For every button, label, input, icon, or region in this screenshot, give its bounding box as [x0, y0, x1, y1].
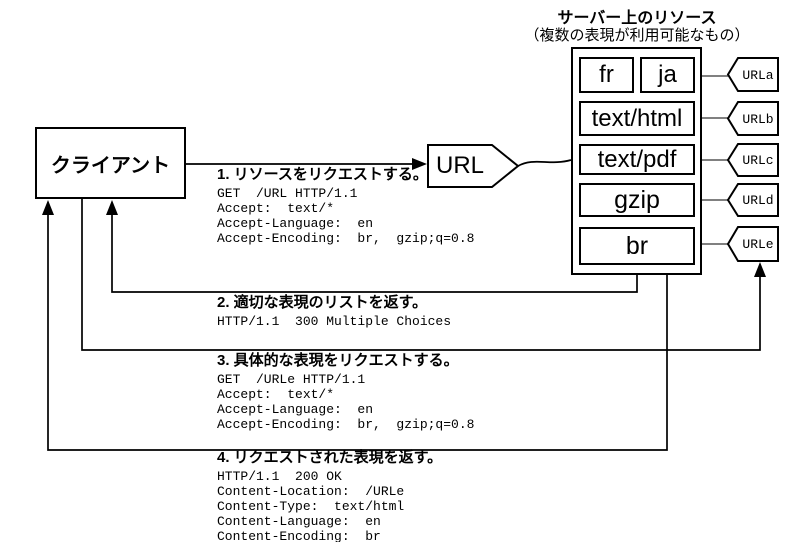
message-1-title: 1. リソースをリクエストする。: [217, 166, 428, 183]
url-tag-b: [726, 101, 779, 136]
message-4-block: 4. リクエストされた表現を返す。 HTTP/1.1 200 OK Conten…: [217, 449, 442, 542]
url-tag-d: [726, 183, 779, 217]
server-resources-title: サーバー上のリソース: [557, 10, 717, 27]
url-tag-c-label: URLc: [742, 153, 774, 168]
client-box: クライアント: [35, 127, 186, 199]
message-2-title: 2. 適切な表現のリストを返す。: [217, 294, 428, 311]
response-4-arrowhead-icon: [42, 200, 54, 215]
resource-cell-text-pdf: text/pdf: [579, 144, 695, 175]
message-4-body: HTTP/1.1 200 OK Content-Location: /URLe …: [217, 469, 405, 542]
url-to-server-connector: [517, 159, 572, 167]
request-3-arrowhead-icon: [754, 262, 766, 277]
url-tag-e-label: URLe: [742, 237, 774, 252]
message-4-title: 4. リクエストされた表現を返す。: [217, 449, 443, 466]
message-2-block: 2. 適切な表現のリストを返す。 HTTP/1.1 300 Multiple C…: [217, 294, 451, 329]
resource-cell-text-html: text/html: [579, 101, 695, 136]
resource-cell-fr: fr: [579, 57, 634, 93]
url-tag-e: [726, 226, 779, 262]
url-tag-a: [726, 57, 779, 92]
message-1-body: GET /URL HTTP/1.1 Accept: text/* Accept-…: [217, 186, 475, 246]
resource-cell-ja: ja: [640, 57, 695, 93]
response-2-line: [111, 214, 638, 293]
message-1-block: 1. リソースをリクエストする。 GET /URL HTTP/1.1 Accep…: [217, 166, 474, 246]
message-3-block: 3. 具体的な表現をリクエストする。 GET /URLe HTTP/1.1 Ac…: [217, 352, 474, 432]
server-resources-subtitle: （複数の表現が利用可能なもの）: [524, 27, 750, 44]
resource-cell-br: br: [579, 227, 695, 265]
request-1-arrowhead-icon: [412, 158, 427, 170]
response-2-arrowhead-icon: [106, 200, 118, 215]
message-3-body: GET /URLe HTTP/1.1 Accept: text/* Accept…: [217, 372, 475, 432]
response-4-line: [47, 215, 668, 451]
url-tag-c: [726, 143, 779, 177]
resource-cell-gzip: gzip: [579, 183, 695, 217]
url-tag-d-label: URLd: [742, 193, 774, 208]
url-node-label: URL: [435, 152, 484, 179]
request-3-line: [81, 199, 761, 351]
message-2-body: HTTP/1.1 300 Multiple Choices: [217, 314, 452, 329]
url-tag-b-label: URLb: [742, 112, 774, 127]
url-tag-a-label: URLa: [742, 68, 774, 83]
url-node: [427, 144, 520, 188]
message-3-title: 3. 具体的な表現をリクエストする。: [217, 352, 459, 369]
